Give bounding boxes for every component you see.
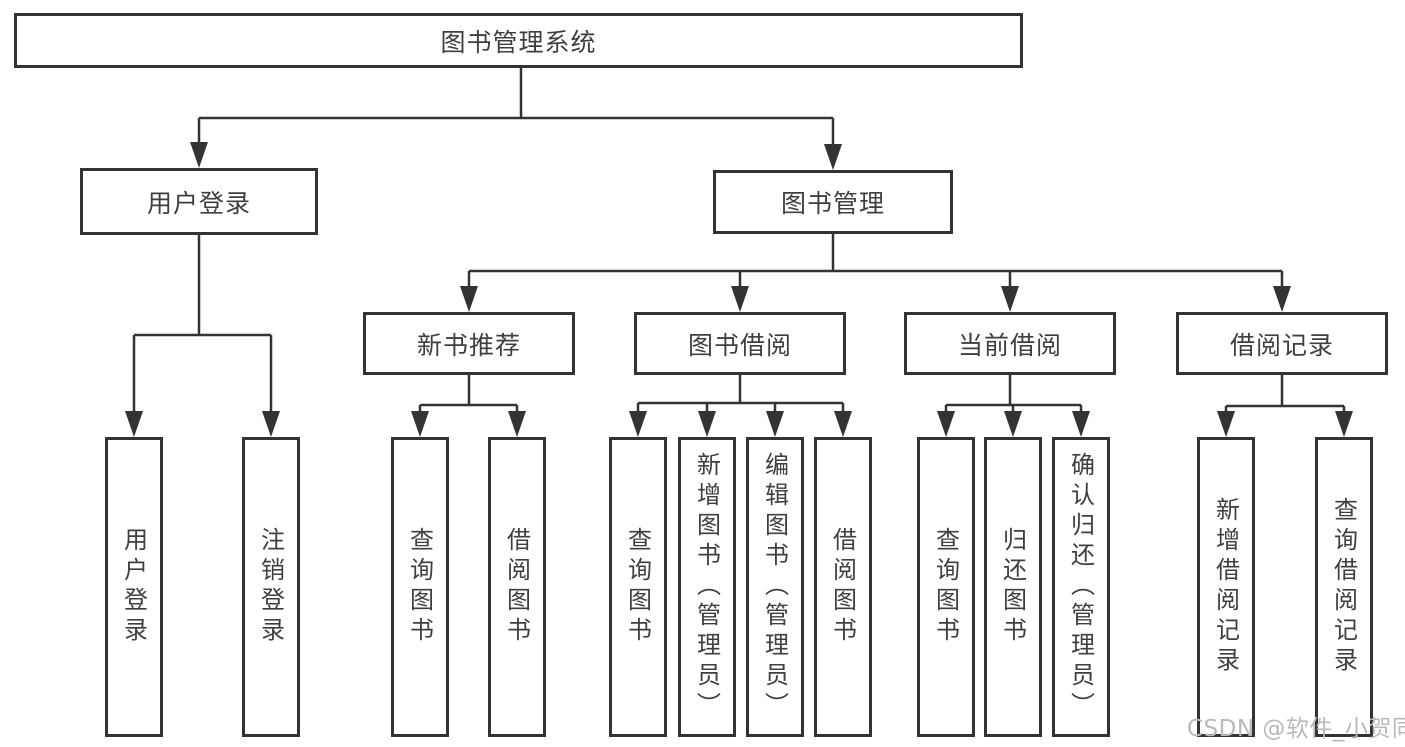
arrowheads [125,142,1353,437]
leaf-return-books: 归还图书 [984,437,1042,737]
leaf-borrow-books-recommend: 借阅图书 [488,437,546,737]
leaf-query-books-borrow: 查询图书 [609,437,667,737]
node-label: 借阅图书 [502,527,531,647]
node-label: 查询借阅记录 [1329,497,1358,677]
node-borrowing-records: 借阅记录 [1176,312,1388,375]
leaf-add-borrow-record: 新增借阅记录 [1197,437,1255,737]
node-label: 新增图书（管理员） [692,452,721,722]
node-label: 查询图书 [931,527,960,647]
node-label: 注销登录 [256,527,285,647]
leaf-logout: 注销登录 [242,437,300,737]
node-label: 查询图书 [405,527,434,647]
node-label: 图书管理 [780,189,885,218]
leaf-user-login: 用户登录 [105,437,163,737]
node-label: 查询图书 [623,527,652,647]
node-label: 新增借阅记录 [1211,497,1240,677]
node-label: 图书管理系统 [440,27,597,57]
node-book-management: 图书管理 [713,170,953,234]
node-label: 归还图书 [998,527,1027,647]
leaf-query-borrow-record: 查询借阅记录 [1315,437,1373,737]
leaf-confirm-return-admin: 确认归还（管理员） [1052,437,1110,737]
node-book-borrowing: 图书借阅 [634,312,846,375]
node-user-login: 用户登录 [80,168,318,235]
node-current-borrowing: 当前借阅 [904,312,1116,375]
node-label: 借阅图书 [828,527,857,647]
leaf-add-books-admin: 新增图书（管理员） [678,437,736,737]
leaf-query-books-current: 查询图书 [917,437,975,737]
node-label: 新书推荐 [416,330,521,360]
node-label: 用户登录 [146,188,251,218]
node-new-book-recommendation: 新书推荐 [363,312,575,375]
node-label: 图书借阅 [687,330,792,360]
node-label: 用户登录 [119,527,148,647]
csdn-watermark: CSDN @软件_小贺同学 [1187,716,1405,742]
node-library-management-system: 图书管理系统 [14,13,1023,68]
node-label: 编辑图书（管理员） [760,452,789,722]
leaf-query-books-recommend: 查询图书 [391,437,449,737]
node-label: 确认归还（管理员） [1066,452,1095,722]
node-label: 借阅记录 [1229,330,1334,360]
node-label: 当前借阅 [957,330,1062,360]
leaf-borrow-books: 借阅图书 [814,437,872,737]
leaf-edit-books-admin: 编辑图书（管理员） [746,437,804,737]
